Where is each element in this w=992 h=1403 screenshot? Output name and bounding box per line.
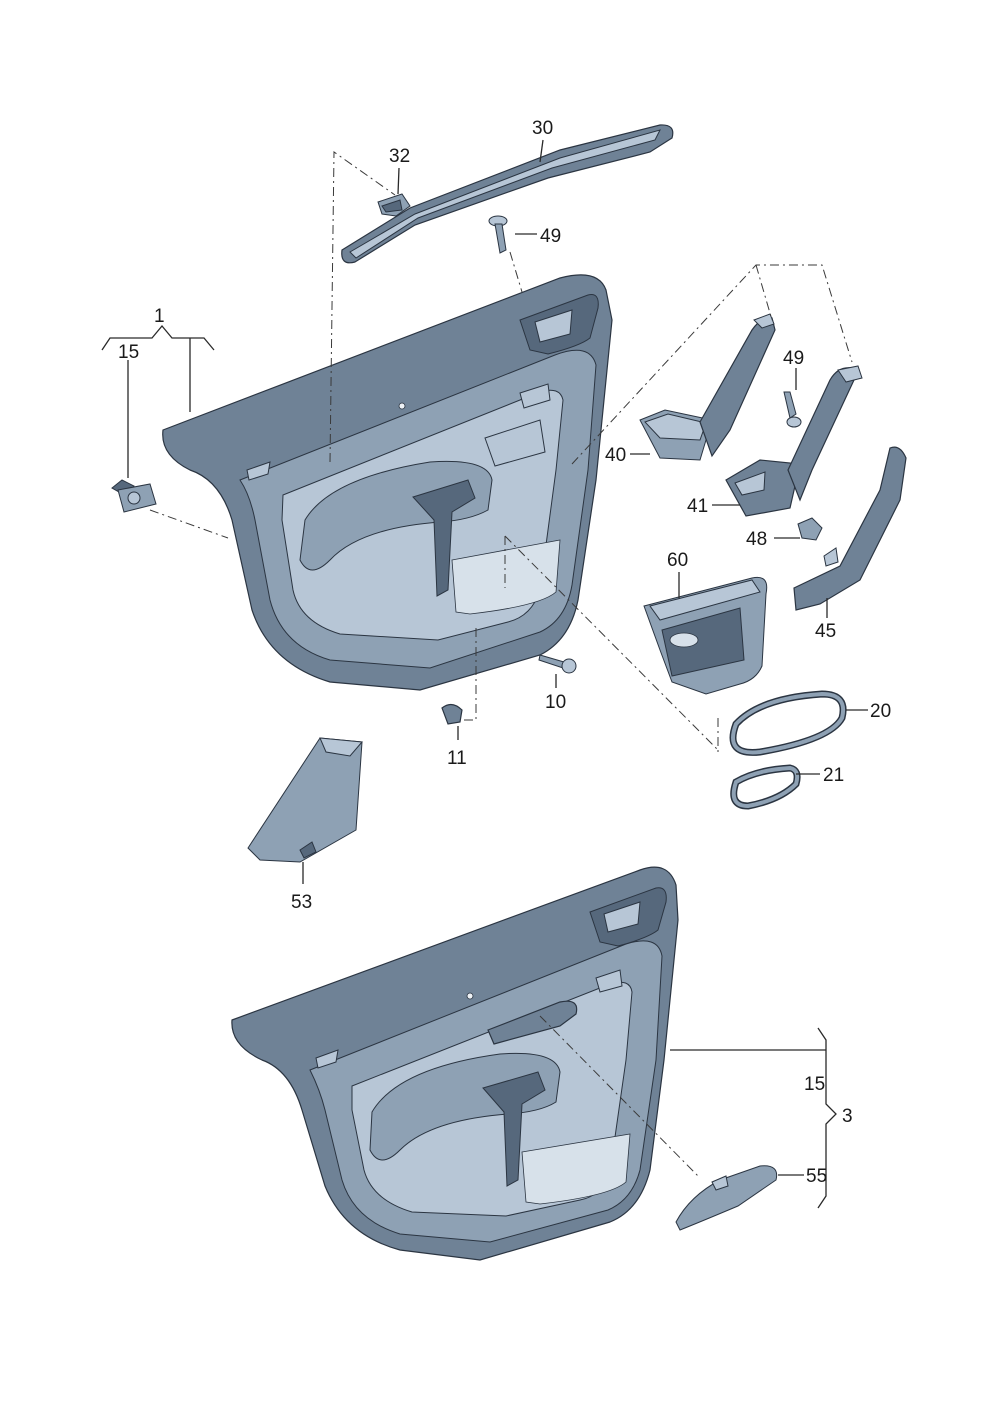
- callout-15-lower: 15: [804, 1074, 825, 1095]
- lower-door-trim-panel: [231, 866, 679, 1261]
- callout-10: 10: [545, 692, 566, 713]
- callout-3: 3: [842, 1106, 853, 1127]
- part-53-insulation: [247, 737, 364, 863]
- part-20-gasket: [729, 690, 847, 756]
- part-49-screw-right: [783, 391, 802, 428]
- callout-20: 20: [870, 701, 891, 722]
- part-21-gasket: [730, 764, 801, 810]
- callout-49-upper: 49: [540, 226, 561, 247]
- part-10-screw: [538, 654, 577, 674]
- part-55-cover-cap: [675, 1165, 778, 1231]
- callout-15-upper: 15: [118, 342, 139, 363]
- part-32-clip: [377, 193, 411, 217]
- assembly-lines: [149, 151, 853, 1179]
- part-40-handle-cover: [639, 313, 776, 461]
- part-15-fastener-clip: [111, 479, 157, 513]
- part-11-rivet: [441, 703, 463, 725]
- callout-labels: 1 15 30 32 49 49 40 41 48 60 45 10 20 11…: [118, 118, 891, 1187]
- callout-40: 40: [605, 445, 626, 466]
- callout-1: 1: [154, 306, 165, 327]
- part-49-screw-upper: [488, 215, 508, 254]
- callout-49-right: 49: [783, 348, 804, 369]
- upper-door-trim-panel: [162, 274, 613, 691]
- callout-11: 11: [447, 748, 467, 769]
- leader-lines: [101, 139, 868, 1209]
- part-41-grab-handle: [725, 365, 863, 517]
- callout-32: 32: [389, 146, 410, 167]
- callout-41: 41: [687, 496, 708, 517]
- callout-55: 55: [806, 1166, 827, 1187]
- callout-60: 60: [667, 550, 688, 571]
- part-48-clip: [797, 517, 823, 541]
- part-60-storage-bin: [643, 576, 768, 695]
- callout-21: 21: [823, 765, 844, 786]
- callout-45: 45: [815, 621, 836, 642]
- callout-53: 53: [291, 892, 312, 913]
- callout-30: 30: [532, 118, 553, 139]
- callout-48: 48: [746, 529, 767, 550]
- part-45-trim-strip: [793, 446, 907, 611]
- part-30-trim-strip: [341, 124, 674, 264]
